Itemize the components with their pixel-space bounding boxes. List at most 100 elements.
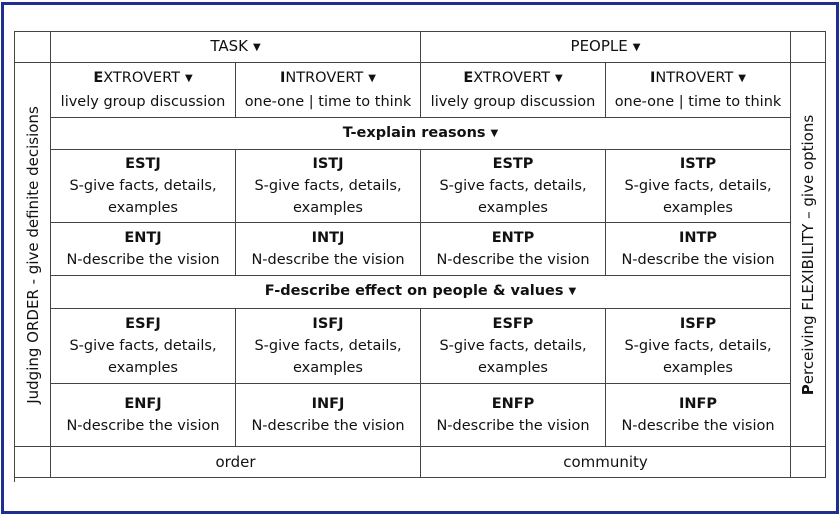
s-line-1: S-give facts, details, [439, 338, 587, 354]
community-footer: community [421, 447, 791, 478]
corner-cell-bottom-right [791, 447, 826, 478]
type-cell-entp: ENTP N-describe the vision [421, 223, 606, 276]
task-header: TASK ▼ [51, 32, 421, 63]
community-label: community [563, 453, 648, 471]
n-line: N-describe the vision [251, 252, 405, 268]
type-cell-estp: ESTP S-give facts, details, examples [421, 150, 606, 223]
s-line-1: S-give facts, details, [439, 178, 587, 194]
s-line-2: examples [663, 200, 733, 216]
type-code: ENFJ [124, 396, 162, 412]
type-code: ISTJ [312, 156, 344, 172]
feeling-text: -describe effect on people & values [274, 283, 564, 299]
caret-down-icon: ▼ [738, 73, 746, 84]
type-cell-esfp: ESFP S-give facts, details, examples [421, 309, 606, 384]
s-line-1: S-give facts, details, [254, 178, 402, 194]
type-cell-enfj: ENFJ N-describe the vision [51, 384, 236, 447]
people-label: PEOPLE [570, 36, 628, 55]
n-line: N-describe the vision [66, 418, 220, 434]
type-cell-isfp: ISFP S-give facts, details, examples [606, 309, 791, 384]
s-line-2: examples [108, 200, 178, 216]
caret-down-icon: ▼ [368, 73, 376, 84]
introvert-label: NTROVERT [655, 70, 734, 86]
e-letter: E [463, 70, 474, 86]
type-code: INTP [678, 230, 718, 246]
n-line: N-describe the vision [621, 252, 775, 268]
f-letter: F [264, 283, 275, 299]
s-line-1: S-give facts, details, [69, 338, 217, 354]
judging-side-label: Judging ORDER - give definite decisions [15, 63, 51, 447]
e-letter: E [93, 70, 104, 86]
extrovert-task-cell: EXTROVERT▼ lively group discussion [51, 63, 236, 118]
corner-cell-top-left [15, 32, 51, 63]
type-code: INFP [678, 396, 718, 412]
type-cell-istj: ISTJ S-give facts, details, examples [236, 150, 421, 223]
perceiving-side-label: Perceiving FLEXIBILITY – give options [791, 63, 826, 447]
thinking-row: T-explain reasons ▼ [51, 118, 791, 150]
introvert-desc: one-one | time to think [244, 94, 412, 110]
caret-down-icon: ▼ [554, 73, 563, 84]
corner-cell-bottom-left [15, 447, 51, 478]
caret-down-icon: ▼ [568, 286, 577, 297]
people-header: PEOPLE ▼ [421, 32, 791, 63]
mbti-communication-grid: TASK ▼ PEOPLE ▼ Judging ORDER - give defin… [14, 31, 826, 482]
caret-down-icon: ▼ [632, 41, 641, 53]
s-line-2: examples [478, 360, 548, 376]
type-cell-enfp: ENFP N-describe the vision [421, 384, 606, 447]
introvert-desc: one-one | time to think [614, 94, 782, 110]
n-line: N-describe the vision [66, 252, 220, 268]
thinking-text: -explain reasons [350, 124, 486, 141]
judging-text: Judging ORDER - give definite decisions [23, 105, 42, 404]
feeling-row: F-describe effect on people & values ▼ [51, 276, 791, 309]
type-cell-intj: INTJ N-describe the vision [236, 223, 421, 276]
type-code: ESTP [492, 156, 534, 172]
introvert-label: NTROVERT [285, 70, 364, 86]
n-line: N-describe the vision [436, 252, 590, 268]
task-label: TASK [210, 36, 248, 55]
n-line: N-describe the vision [436, 418, 590, 434]
extrovert-desc: lively group discussion [430, 94, 596, 110]
type-cell-infp: INFP N-describe the vision [606, 384, 791, 447]
corner-cell-top-right [791, 32, 826, 63]
type-code: ESFJ [125, 316, 161, 332]
i-letter: I [649, 70, 656, 86]
s-line-2: examples [478, 200, 548, 216]
type-code: ENTP [491, 230, 535, 246]
perceiving-text: Perceiving FLEXIBILITY – give options [797, 114, 819, 394]
type-code: ESFP [492, 316, 534, 332]
type-code: ISTP [679, 156, 717, 172]
s-line-1: S-give facts, details, [69, 178, 217, 194]
introvert-people-cell: INTROVERT ▼ one-one | time to think [606, 63, 791, 118]
type-code: INFJ [311, 396, 345, 412]
caret-down-icon: ▼ [252, 41, 261, 53]
s-line-2: examples [663, 360, 733, 376]
extrovert-desc: lively group discussion [60, 94, 226, 110]
type-code: ISFP [679, 316, 717, 332]
type-cell-istp: ISTP S-give facts, details, examples [606, 150, 791, 223]
introvert-task-cell: INTROVERT ▼ one-one | time to think [236, 63, 421, 118]
order-footer: order [51, 447, 421, 478]
i-letter: I [279, 70, 286, 86]
caret-down-icon: ▼ [184, 73, 193, 84]
s-line-2: examples [293, 200, 363, 216]
type-code: ENFP [491, 396, 535, 412]
type-code: ESTJ [125, 156, 161, 172]
extrovert-label: XTROVERT [473, 70, 550, 86]
type-cell-estj: ESTJ S-give facts, details, examples [51, 150, 236, 223]
p-letter: P [799, 383, 817, 395]
n-line: N-describe the vision [621, 418, 775, 434]
type-cell-infj: INFJ N-describe the vision [236, 384, 421, 447]
n-line: N-describe the vision [251, 418, 405, 434]
caret-down-icon: ▼ [490, 127, 499, 139]
perceiving-rest: erceiving FLEXIBILITY – give options [799, 114, 817, 384]
s-line-2: examples [293, 360, 363, 376]
type-code: ENTJ [124, 230, 162, 246]
type-cell-esfj: ESFJ S-give facts, details, examples [51, 309, 236, 384]
t-letter: T [342, 124, 351, 141]
order-label: order [215, 453, 256, 471]
s-line-1: S-give facts, details, [624, 338, 772, 354]
s-line-1: S-give facts, details, [254, 338, 402, 354]
s-line-2: examples [108, 360, 178, 376]
type-cell-intp: INTP N-describe the vision [606, 223, 791, 276]
type-code: INTJ [311, 230, 345, 246]
